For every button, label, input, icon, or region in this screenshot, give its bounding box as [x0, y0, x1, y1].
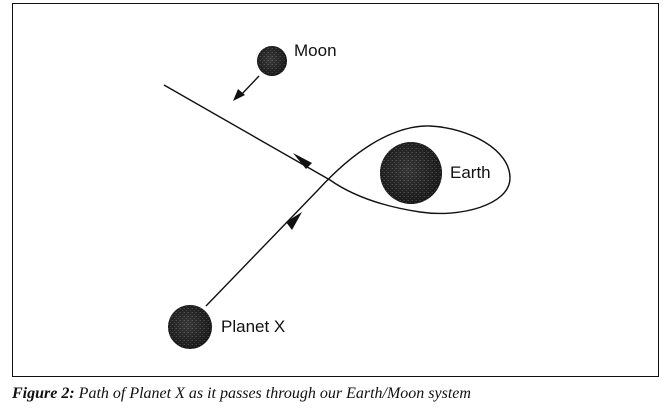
figure-caption: Figure 2: Path of Planet X as it passes … — [12, 385, 471, 403]
path-arrow-icon — [293, 153, 312, 169]
planet-x-label: Planet X — [221, 317, 286, 336]
figure-frame — [12, 3, 659, 377]
moon-motion-line — [239, 75, 260, 97]
caption-text: Path of Planet X as it passes through ou… — [78, 385, 471, 402]
earth-label: Earth — [450, 163, 491, 182]
moon-label: Moon — [294, 41, 337, 60]
figure-number: Figure 2: — [12, 385, 75, 402]
planet-x-path — [163, 84, 511, 307]
path-arrow-icon — [286, 212, 302, 230]
moon-motion-arrow-icon — [233, 89, 245, 101]
